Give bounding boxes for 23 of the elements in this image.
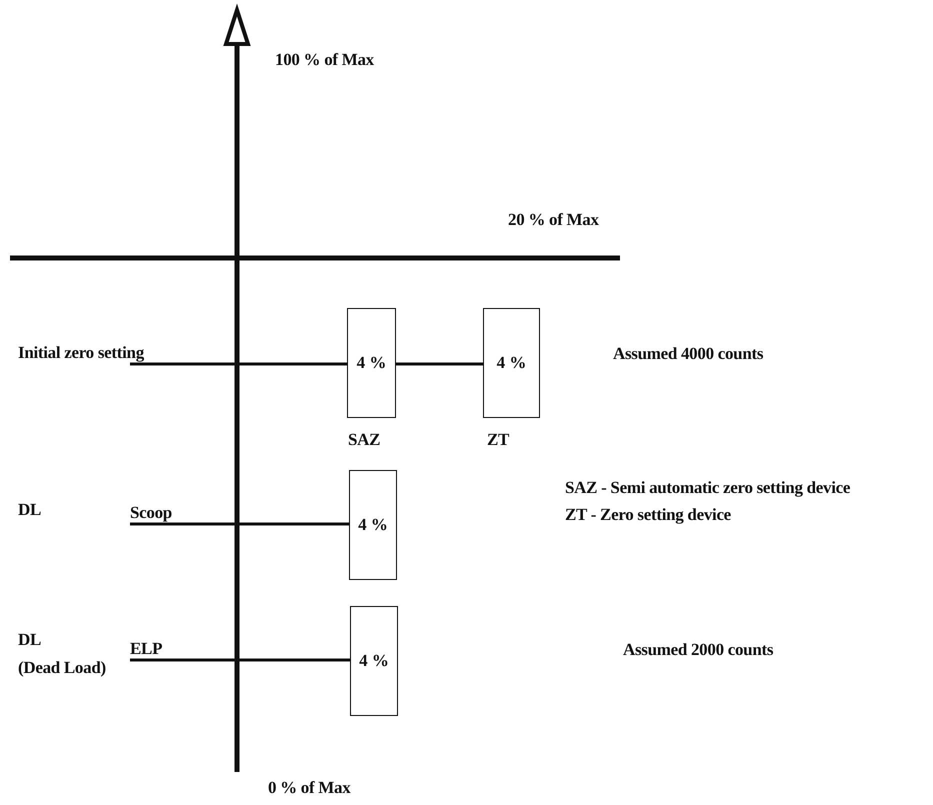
axis-label: 100 % of Max (275, 50, 374, 70)
note: ZT - Zero setting device (565, 505, 731, 525)
level-label: DL (18, 500, 42, 520)
value-box: 4 % (347, 308, 396, 418)
note: Assumed 4000 counts (613, 344, 764, 364)
value-box: 4 % (483, 308, 540, 418)
value-box: 4 % (349, 470, 397, 580)
axis-label: 20 % of Max (508, 210, 599, 230)
axis-label: 0 % of Max (268, 778, 350, 798)
connector-line (130, 658, 350, 662)
connector-line (130, 362, 347, 366)
box-caption: ZT (487, 430, 510, 450)
value-box: 4 % (350, 606, 398, 716)
level-label: Scoop (130, 503, 172, 523)
level-label: DL (18, 630, 42, 650)
note: Assumed 2000 counts (623, 640, 774, 660)
box-caption: SAZ (348, 430, 380, 450)
level-label: ELP (130, 639, 162, 659)
connector-line (396, 362, 483, 366)
note: SAZ - Semi automatic zero setting device (565, 478, 850, 498)
connector-line (130, 522, 349, 526)
level-label: (Dead Load) (18, 658, 106, 678)
level-label: Initial zero setting (18, 343, 144, 363)
